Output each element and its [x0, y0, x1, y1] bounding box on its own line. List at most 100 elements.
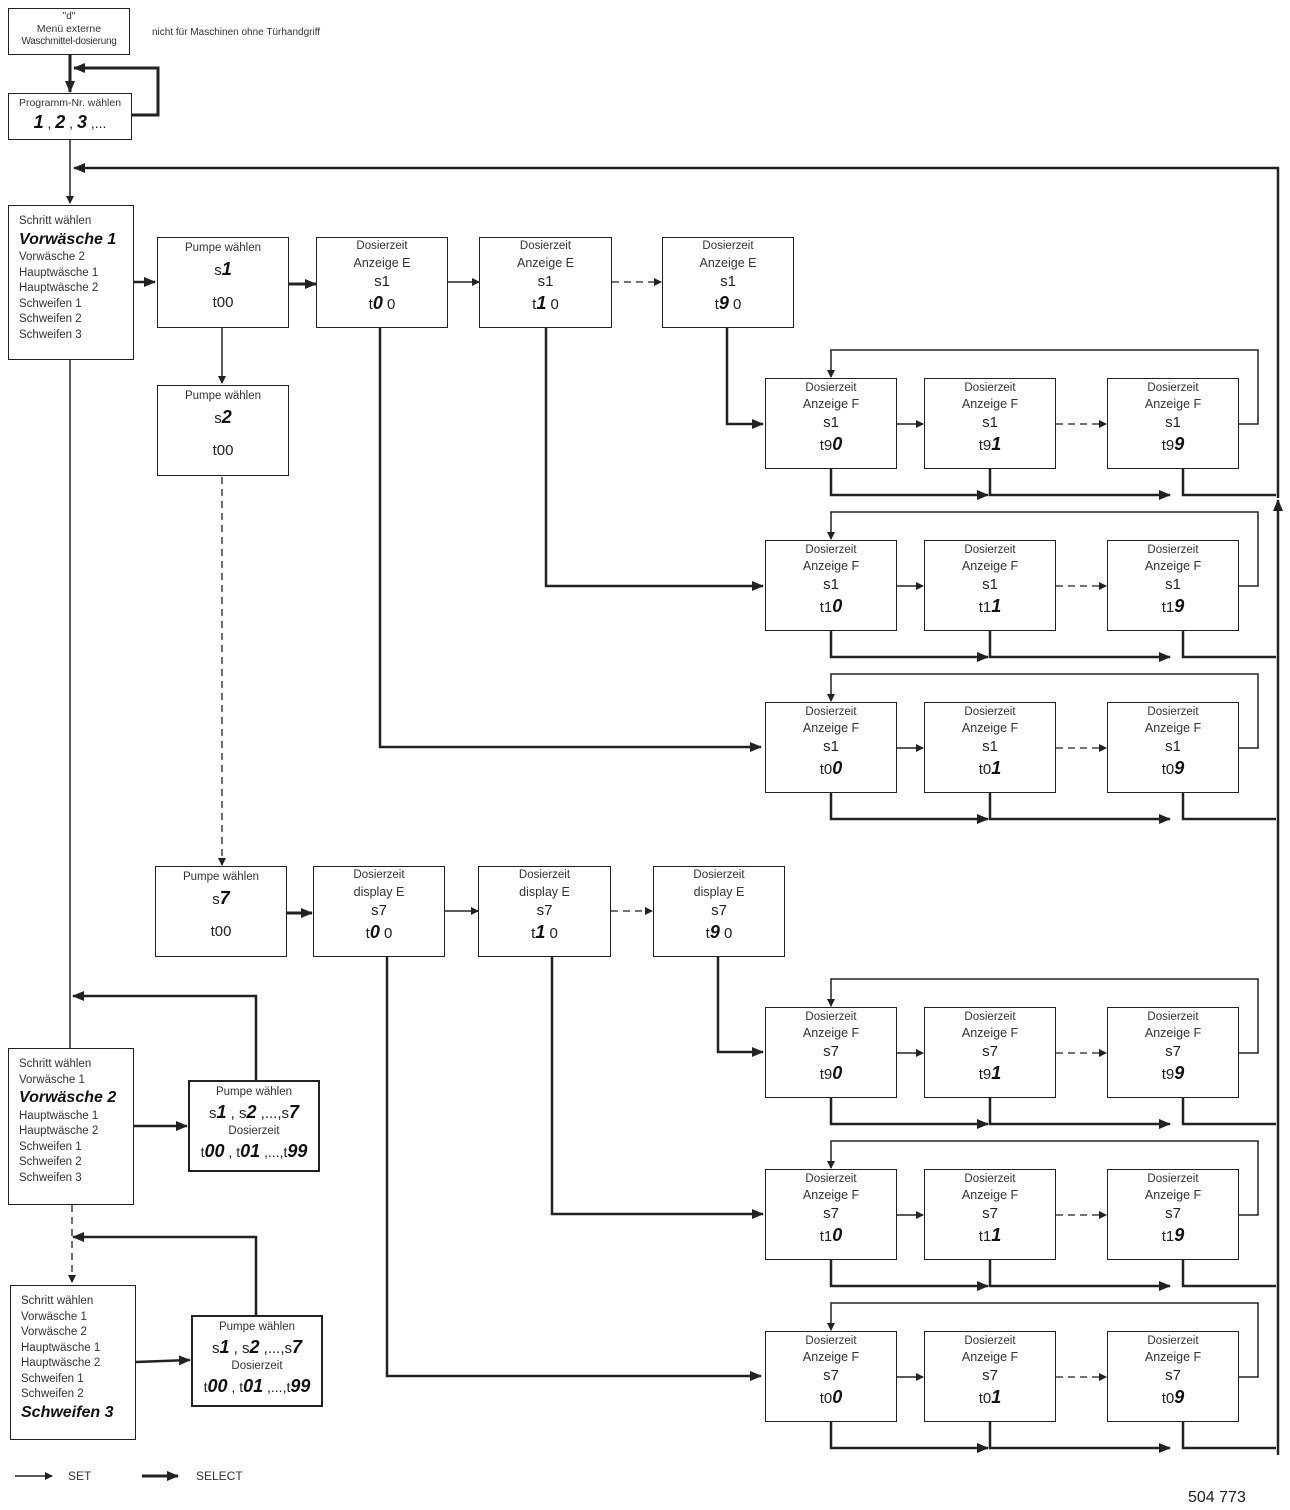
time-value: t01	[925, 758, 1055, 780]
dosing-time-label: Dosierzeit	[964, 544, 1016, 556]
pump-digit: 7	[289, 1101, 300, 1122]
range-separator: ,	[229, 1339, 242, 1357]
time-digit: 9	[1174, 1224, 1185, 1245]
step-item: Vorwäsche 2	[21, 1326, 87, 1339]
step-item: Hauptwäsche 1	[21, 1341, 101, 1354]
time-prefix: t1	[978, 1227, 992, 1245]
time-prefix: t1	[1161, 1227, 1175, 1245]
range-separator: ,...,	[259, 1339, 285, 1357]
time-range: t00 , t01 ,...,t99	[193, 1376, 321, 1398]
time-digit: 9	[718, 292, 729, 313]
pump-value: s1	[982, 737, 998, 755]
pump-value: s7	[536, 901, 553, 919]
time-digit: 9	[1174, 595, 1185, 616]
display-f-label: Anzeige F	[802, 720, 860, 735]
dosing-time-label: Dosierzeit	[518, 869, 571, 881]
pump-number: s1	[158, 259, 288, 281]
pump-value: s1	[823, 413, 839, 431]
pump-digit: 2	[249, 1336, 260, 1357]
display-f-label: Anzeige F	[1144, 1025, 1202, 1040]
pump-prefix: s	[208, 1104, 217, 1122]
display-f-label: Anzeige F	[961, 396, 1019, 411]
time-prefix: t0	[1161, 1389, 1175, 1407]
dosing-time-label: Dosierzeit	[1147, 382, 1199, 394]
range-separator: ,	[227, 1379, 240, 1396]
time-digit: 0	[832, 757, 843, 778]
time-prefix: t1	[819, 1227, 833, 1245]
step-item: Schweifen 2	[21, 1388, 84, 1401]
time-digit: 0	[832, 1386, 843, 1407]
step-item: Schweifen 2	[19, 1156, 82, 1169]
step-item: Hauptwäsche 1	[19, 266, 99, 279]
time-value: t1 0	[479, 922, 610, 944]
menu-title: Menü externe	[36, 23, 102, 35]
time-suffix: 0	[728, 295, 742, 313]
time-digit: 0	[832, 595, 843, 616]
flow-arrow	[1181, 631, 1276, 659]
dosing-time-label: Dosierzeit	[1147, 1173, 1199, 1185]
time-prefix: t0	[978, 760, 992, 778]
display-f-label: Anzeige F	[802, 396, 860, 411]
time-digit: 1	[991, 757, 1002, 778]
pump-digit: 1	[219, 1336, 230, 1357]
time-prefix: t9	[978, 436, 992, 454]
time-prefix: t	[203, 1379, 208, 1396]
flow-arrow	[829, 1260, 989, 1291]
time-digit: 1	[536, 292, 547, 313]
flow-arrow	[1181, 469, 1276, 497]
pump-value: s1	[374, 272, 390, 290]
time-digit: 9	[1174, 757, 1185, 778]
flow-arrow	[829, 631, 989, 662]
menu-external-dosing-box: "d" Menü externe Waschmittel-dosierung	[8, 8, 130, 55]
time-digit: 99	[287, 1141, 308, 1162]
pump-value: s7	[982, 1204, 998, 1222]
display-f-label: Anzeige F	[1144, 1187, 1202, 1202]
time-digit: 0	[832, 1062, 843, 1083]
time-value: t0 0	[314, 922, 444, 944]
pump-digit: 2	[246, 1101, 257, 1122]
program-separator: ,	[65, 114, 77, 131]
time-digit: 0	[832, 433, 843, 454]
flow-arrow	[829, 1422, 989, 1453]
time-value: t11	[925, 596, 1055, 618]
time-digit: 1	[991, 433, 1002, 454]
display-e-label: display E	[353, 884, 405, 899]
time-digit: 9	[1174, 1062, 1185, 1083]
pump-value: s7	[823, 1042, 839, 1060]
time-value: t0 0	[317, 293, 447, 315]
time-suffix: 0	[379, 924, 393, 942]
time-prefix: t9	[1161, 1065, 1175, 1083]
time-prefix: t	[283, 1144, 288, 1161]
program-number-values: 1 , 2 , 3 ,...	[9, 112, 131, 134]
time-prefix: t	[532, 295, 537, 313]
pump-digit: 7	[219, 887, 230, 908]
pump-prefix: s	[212, 890, 220, 908]
time-value: t90	[766, 1063, 896, 1085]
menu-key: "d"	[62, 11, 76, 22]
step-select-title: Schritt wählen	[19, 1058, 92, 1070]
pump-range: s1 , s2 ,...,s7	[193, 1337, 321, 1359]
display-f-label: Anzeige F	[1144, 1349, 1202, 1364]
dosing-time-label: Dosierzeit	[805, 1335, 857, 1347]
pump-value: s7	[371, 901, 387, 919]
pump-value: s7	[711, 901, 727, 919]
range-separator: ,...,	[260, 1144, 284, 1161]
flow-arrow	[988, 1260, 1171, 1291]
pump-digit: 2	[221, 406, 232, 427]
time-suffix: 0	[382, 295, 396, 313]
pump-value: s7	[1165, 1042, 1181, 1060]
dosing-time-label: Dosierzeit	[353, 869, 405, 881]
time-value: t00	[766, 758, 896, 780]
time-digit: 0	[369, 921, 380, 942]
program-separator: ,...	[86, 114, 107, 131]
time-value: t9 0	[654, 922, 784, 944]
pump-value: s7	[1165, 1204, 1181, 1222]
range-separator: ,...,	[263, 1379, 287, 1396]
